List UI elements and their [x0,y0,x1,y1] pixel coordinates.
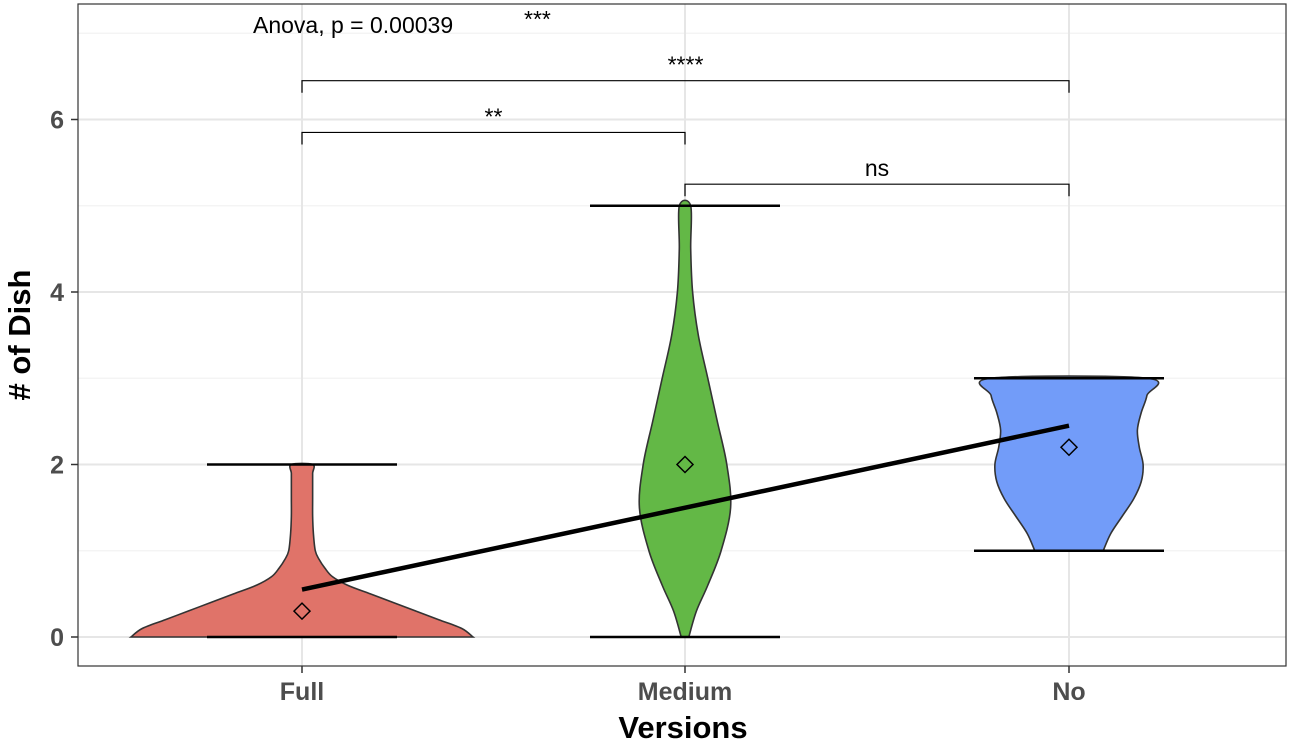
comparison-bracket-2 [301,131,686,145]
y-tick-label: 4 [50,279,64,307]
x-axis-title: Versions [618,710,747,744]
y-axis: 0 2 4 6 [50,107,78,652]
comparison-label-3: ns [865,155,889,181]
comparison-bracket-1 [301,80,1070,93]
comparison-label-1: **** [668,52,704,78]
anova-label: Anova, p = 0.00039 [253,12,453,38]
trend-line [301,423,1070,592]
plot-border [77,3,1287,667]
y-axis-title: # of Dish [2,270,37,401]
violin-medium-mean-marker [675,455,695,474]
y-tick-label: 6 [50,107,64,135]
x-tick-label: Full [280,678,324,706]
comparison-brackets: ******ns [301,52,1070,197]
x-axis: Full Medium No [280,666,1086,706]
x-tick-label: No [1052,678,1085,706]
y-tick-label: 0 [50,624,64,652]
violin-full-mean-marker [292,602,312,621]
violins [128,199,1164,639]
anova-significance: *** [524,6,551,32]
violin-no-mean-marker [1059,438,1079,457]
y-tick-label: 2 [50,452,64,480]
comparison-bracket-3 [684,183,1070,197]
x-tick-label: Medium [638,678,732,706]
violin-no [978,375,1160,552]
comparison-label-2: ** [485,103,503,129]
trend-line-group [301,423,1070,592]
